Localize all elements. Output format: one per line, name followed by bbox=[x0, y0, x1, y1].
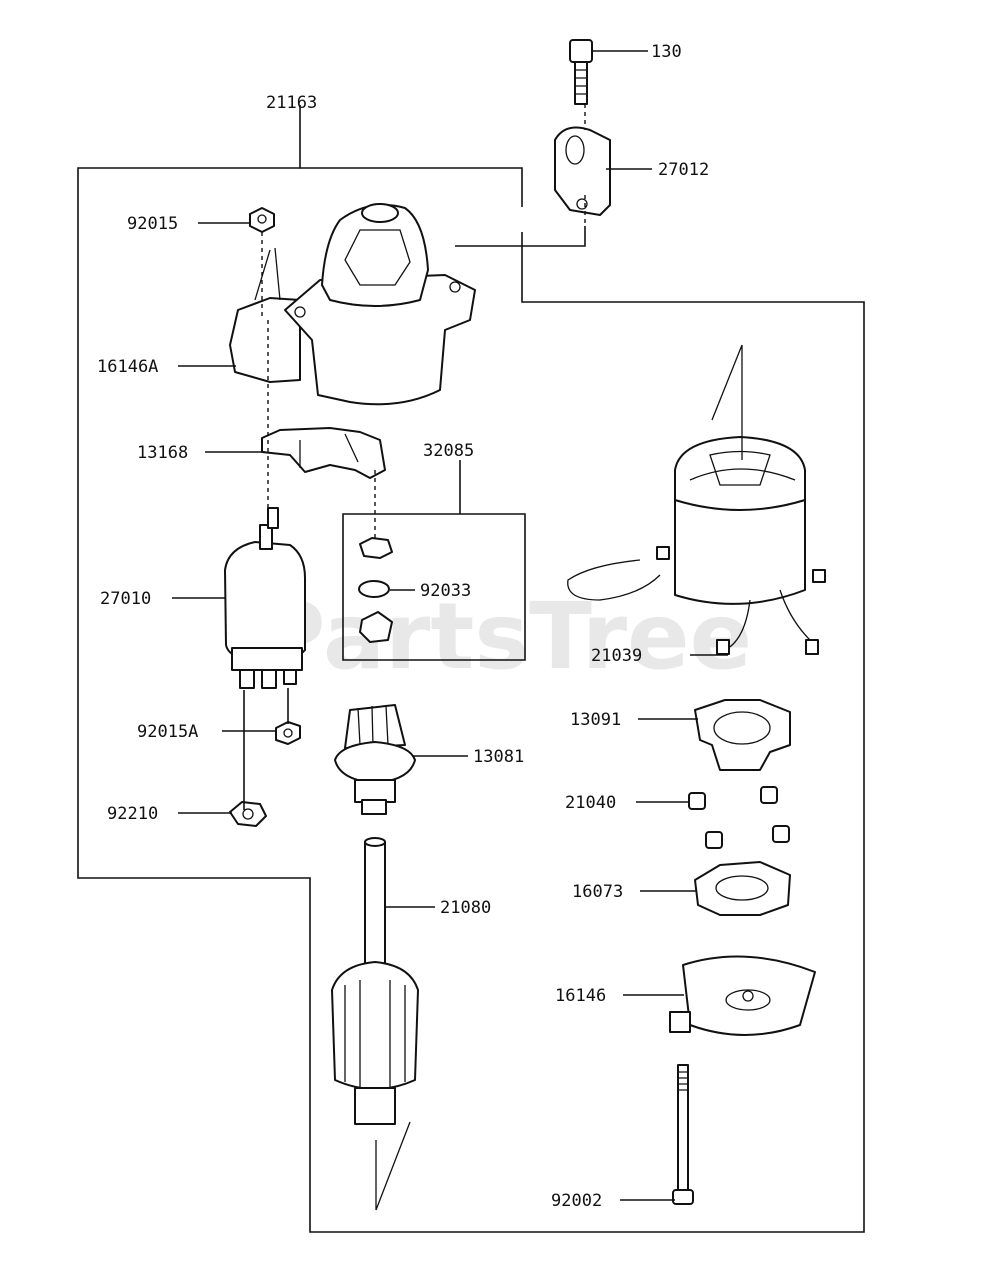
part-labels: 130 21163 27012 92015 16146A 13168 32085… bbox=[97, 42, 709, 1211]
label-27012: 27012 bbox=[658, 160, 709, 180]
label-32085: 32085 bbox=[423, 441, 474, 461]
yoke-21039 bbox=[567, 344, 826, 655]
label-21163: 21163 bbox=[266, 93, 317, 113]
kit-items-32085 bbox=[358, 537, 393, 643]
label-92210: 92210 bbox=[107, 804, 158, 824]
alignment-lines bbox=[243, 104, 586, 810]
solenoid-27010 bbox=[224, 507, 306, 689]
pinion-13081 bbox=[334, 704, 416, 815]
nut-92015 bbox=[249, 207, 275, 233]
label-13091: 13091 bbox=[570, 710, 621, 730]
label-92033: 92033 bbox=[420, 581, 471, 601]
label-92015A: 92015A bbox=[137, 722, 198, 742]
leader-lines bbox=[172, 50, 728, 1201]
label-92002: 92002 bbox=[551, 1191, 602, 1211]
nut-92015A bbox=[275, 721, 301, 745]
label-92015: 92015 bbox=[127, 214, 178, 234]
lever-13168 bbox=[261, 427, 386, 479]
label-21080: 21080 bbox=[440, 898, 491, 918]
bolt-92002 bbox=[672, 1064, 694, 1205]
springs-21040 bbox=[688, 786, 790, 849]
nut-92210 bbox=[229, 801, 267, 827]
armature-21080 bbox=[331, 837, 419, 1211]
label-16073: 16073 bbox=[572, 882, 623, 902]
bracket-27012 bbox=[554, 126, 611, 216]
label-21040: 21040 bbox=[565, 793, 616, 813]
label-16146: 16146 bbox=[555, 986, 606, 1006]
assembly-outline bbox=[77, 105, 865, 1233]
label-13081: 13081 bbox=[473, 747, 524, 767]
label-16146A: 16146A bbox=[97, 357, 158, 377]
brush-holder-13091 bbox=[694, 699, 791, 771]
label-13168: 13168 bbox=[137, 443, 188, 463]
bolt-130 bbox=[569, 39, 593, 105]
rear-cover-16146 bbox=[669, 955, 816, 1036]
label-27010: 27010 bbox=[100, 589, 151, 609]
label-130: 130 bbox=[651, 42, 682, 62]
kit-box-32085 bbox=[342, 460, 526, 661]
plate-16073 bbox=[694, 861, 791, 916]
watermark: PartsTree bbox=[258, 583, 752, 690]
label-21039: 21039 bbox=[591, 646, 642, 666]
front-housing-16146A bbox=[229, 203, 476, 406]
